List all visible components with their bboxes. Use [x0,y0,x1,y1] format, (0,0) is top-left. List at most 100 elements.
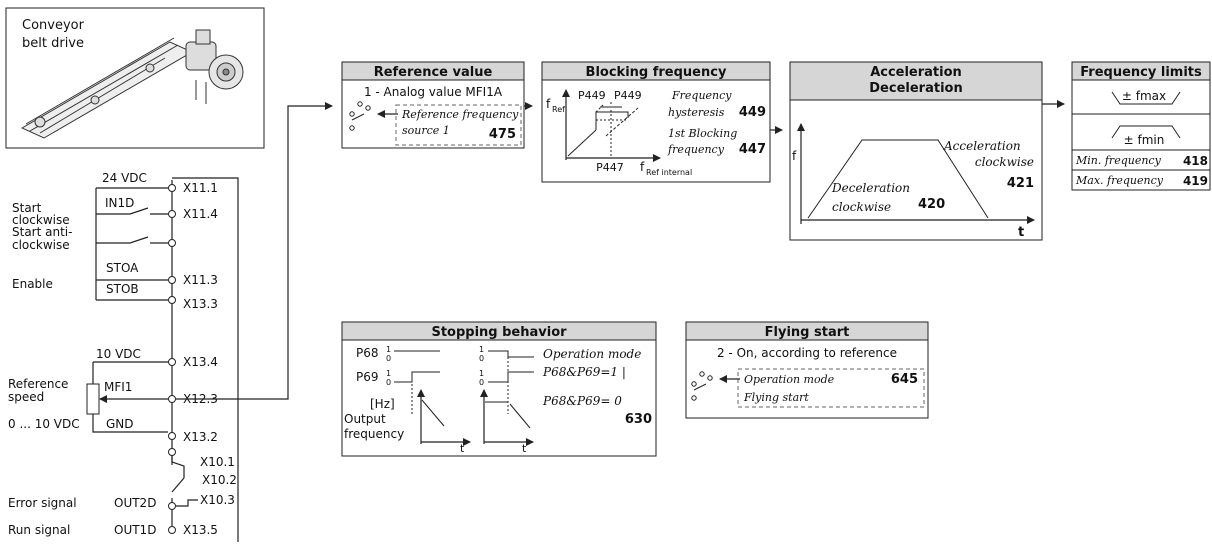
reference-value-subtitle: 1 - Analog value MFI1A [364,85,503,99]
label-reference-speed-1: Reference [8,377,68,391]
stopping-param: 630 [625,412,652,427]
label-x13-3: X13.3 [183,297,218,311]
label-x11-1: X11.1 [183,181,218,195]
terminal-x12-3 [168,395,176,403]
blocking-fint: f [640,160,645,174]
label-run-signal: Run signal [8,523,70,537]
conveyor-label-2: belt drive [22,36,84,51]
stopping-0b: 0 [386,378,391,387]
label-24vdc: 24 VDC [102,171,147,185]
stopping-1b: 1 [386,369,391,378]
terminal-x13-2 [168,432,176,440]
stopping-1d: 1 [479,369,484,378]
label-range: 0 ... 10 VDC [8,417,80,431]
stopping-output-plots [417,389,534,446]
accel-acc-2: clockwise [975,155,1034,169]
terminal-panel: 24 VDC X11.1 IN1D X11.4 Start clockwise … [8,171,239,542]
blocking-p449-b: P449 [614,89,642,102]
blocking-p449-a: P449 [578,89,606,102]
blocking-fref-sub: Ref [552,105,565,114]
label-x13-5: X13.5 [183,523,218,537]
relay-contact [171,455,185,478]
label-x10-2: X10.2 [202,473,237,487]
terminal-x11-1 [168,184,176,192]
stopping-p68: P68 [356,346,379,360]
label-start-cw-1: Start [12,201,42,215]
stopping-mode-1: Operation mode [543,347,641,361]
accel-axis-f: f [792,149,797,163]
stopping-0c: 0 [479,354,484,363]
potentiometer [86,383,100,415]
stopping-timing-signals [394,350,534,414]
stopping-title: Stopping behavior [431,325,567,340]
terminal-x13-5 [168,526,176,534]
terminal-x10-1 [168,448,176,456]
blocking-block-1: 1st Blocking [668,127,737,140]
label-out2d: OUT2D [114,496,156,510]
flying-start-block: Flying start 2 - On, according to refere… [685,321,929,419]
accel-title-1: Acceleration [870,65,962,80]
stopping-1a: 1 [386,345,391,354]
stopping-behavior-block: Stopping behavior P68 P69 1 0 1 0 1 0 1 … [341,321,657,457]
flying-title: Flying start [765,325,850,340]
label-10vdc: 10 VDC [96,347,141,361]
limits-max-label: Max. frequency [1075,174,1164,187]
flying-param: 645 [891,372,918,387]
stopping-hz: [Hz] [370,397,395,411]
stopping-p69: P69 [356,370,379,384]
fmax-curve [1111,91,1181,105]
switch-start-acw [96,236,149,244]
signal-line-reference [176,102,333,400]
limits-min-param: 418 [1183,154,1208,168]
label-x10-1: X10.1 [200,455,235,469]
blocking-hyst-param: 449 [739,105,766,120]
flying-mode-value: Flying start [743,391,809,404]
label-x11-3: X11.3 [183,273,218,287]
stopping-0d: 0 [479,378,484,387]
label-enable: Enable [12,277,53,291]
label-x13-4: X13.4 [183,355,218,369]
label-out1d: OUT1D [114,523,156,537]
accel-acc-param: 421 [1007,176,1034,191]
stopping-mode-2: P68&P69=1 | [542,365,626,379]
stopping-1c: 1 [479,345,484,354]
flying-selector-icon [691,371,713,401]
blocking-p447: P447 [596,161,624,174]
acceleration-block: Acceleration Deceleration f t Accelerati… [789,61,1043,241]
accel-dec-1: Deceleration [831,181,910,195]
label-error-signal: Error signal [8,496,77,510]
label-x13-2: X13.2 [183,430,218,444]
label-start-cw-2: clockwise [12,213,70,227]
limits-title: Frequency limits [1080,65,1202,80]
label-start-acw-2: clockwise [12,238,70,252]
accel-acc-1: Acceleration [943,139,1021,153]
accel-axis-t: t [1018,225,1024,240]
stopping-t1: t [460,442,465,455]
terminal-acw [168,239,176,247]
limits-fmax: ± fmax [1122,89,1166,103]
blocking-title: Blocking frequency [586,65,727,80]
blocking-fint-sub: Ref internal [646,168,692,177]
reference-source-line1: Reference frequency [401,108,519,121]
stopping-output-2: frequency [344,427,404,441]
label-x11-4: X11.4 [183,207,218,221]
stopping-output-1: Output [344,412,386,426]
label-x10-3: X10.3 [200,493,235,507]
frequency-limits-block: Frequency limits ± fmax ± fmin Min. freq… [1071,61,1211,191]
blocking-hyst-1: Frequency [671,89,732,102]
label-stob: STOB [106,282,139,296]
limits-max-param: 419 [1183,174,1208,188]
accel-dec-param: 420 [918,197,945,212]
reference-value-block: Reference value 1 - Analog value MFI1A R… [341,61,525,149]
label-start-acw-1: Start anti- [12,225,72,239]
limits-fmin: ± fmin [1124,133,1165,147]
label-reference-speed-2: speed [8,390,44,404]
label-mfi1: MFI1 [104,380,132,394]
terminal-frame [172,177,239,542]
switch-start-cw [96,207,149,215]
label-in1d: IN1D [105,196,134,210]
blocking-block-2: frequency [667,143,725,156]
terminal-x10-3 [168,502,176,510]
